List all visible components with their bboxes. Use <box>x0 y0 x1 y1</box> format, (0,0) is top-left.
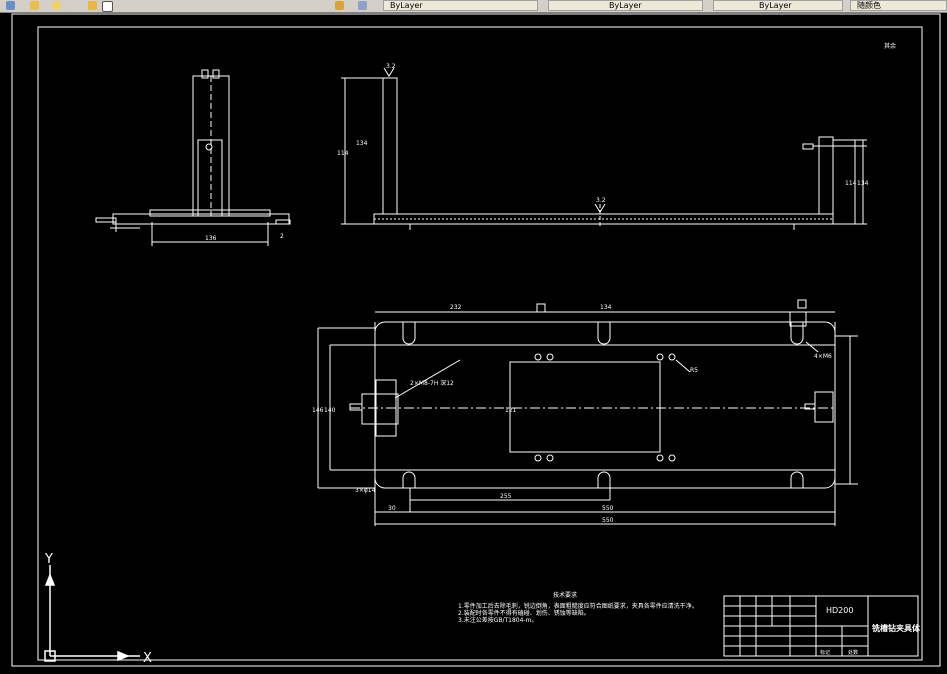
side-view <box>95 69 291 246</box>
dim-plan-height-b: 140 <box>324 407 336 414</box>
note-m8: 2×M8-7H 深12 <box>410 379 454 387</box>
sheet-inner-border <box>37 26 923 661</box>
ucs-icon <box>44 565 140 662</box>
note-phi14: 3×φ14 <box>355 487 376 494</box>
toolbar: ByLayer ByLayer ByLayer 随颜色 <box>0 0 947 13</box>
note-r5: R5 <box>690 367 698 374</box>
dim-plan-bottom-d: 550 <box>602 517 614 524</box>
dim-plan-height-a: 146 <box>312 407 324 414</box>
dim-plan-top-b: 134 <box>600 304 612 311</box>
drawing-canvas[interactable]: 其余 136 2 3.2 114 134 114 134 3.2 232 134… <box>0 13 947 670</box>
title-label-2: 处数 <box>848 649 858 656</box>
dim-plan-top-a: 232 <box>450 304 462 311</box>
dim-roughness: 3.2 <box>386 63 396 70</box>
sun-icon[interactable] <box>52 1 61 10</box>
layer-prev-icon[interactable] <box>358 1 367 10</box>
dim-right-height2: 134 <box>857 180 869 187</box>
title-label-1: 标记 <box>820 649 830 656</box>
layer-state-icon[interactable] <box>335 1 344 10</box>
dim-front-depth: 134 <box>356 140 368 147</box>
linetype-combo[interactable]: ByLayer <box>548 0 703 11</box>
tech-line-2: 2.装配时各零件不得有磕碰、划伤、锈蚀等缺陷。 <box>458 609 590 617</box>
color-combo[interactable]: ByLayer <box>383 0 538 11</box>
sheet-outer-border <box>11 13 941 667</box>
tech-title: 技术要求 <box>553 591 577 599</box>
plotstyle-combo[interactable]: 随颜色 <box>850 0 947 11</box>
tech-line-1: 1.零件加工后去除毛刺，锐边倒角，表面粗糙度应符合图纸要求，夹具各零件应清洗干净… <box>458 602 698 610</box>
lineweight-combo[interactable]: ByLayer <box>713 0 843 11</box>
lock-icon[interactable] <box>88 1 97 10</box>
dim-plan-inner-h: 121 <box>505 407 517 414</box>
title-name: 铣槽钻夹具体 <box>872 623 921 633</box>
roughness-note: 其余 <box>884 42 896 50</box>
title-block <box>723 595 919 657</box>
dim-front-roughness2: 3.2 <box>596 197 606 204</box>
drawing-svg: 其余 136 2 3.2 114 134 114 134 3.2 232 134… <box>11 13 941 667</box>
dim-front-height: 114 <box>337 150 349 157</box>
dim-side-width: 136 <box>205 235 217 242</box>
note-m6: 4×M6 <box>814 353 832 360</box>
color-icon[interactable] <box>102 1 113 12</box>
folder-icon[interactable] <box>30 1 39 10</box>
front-view <box>341 67 867 230</box>
tech-line-3: 3.未注公差按GB/T1804-m。 <box>458 616 537 624</box>
ucs-x-label: X <box>143 651 152 666</box>
dim-plan-bottom-a: 255 <box>500 493 512 500</box>
dim-plan-bottom-c: 550 <box>602 505 614 512</box>
ucs-y-label: Y <box>44 552 53 567</box>
dim-right-height: 114 <box>845 180 857 187</box>
layer-icon[interactable] <box>6 1 15 10</box>
title-code: HD200 <box>826 606 853 615</box>
plan-view <box>317 299 858 526</box>
dim-plan-bottom-b: 30 <box>388 505 396 512</box>
dim-side-thread: 2 <box>280 233 284 240</box>
